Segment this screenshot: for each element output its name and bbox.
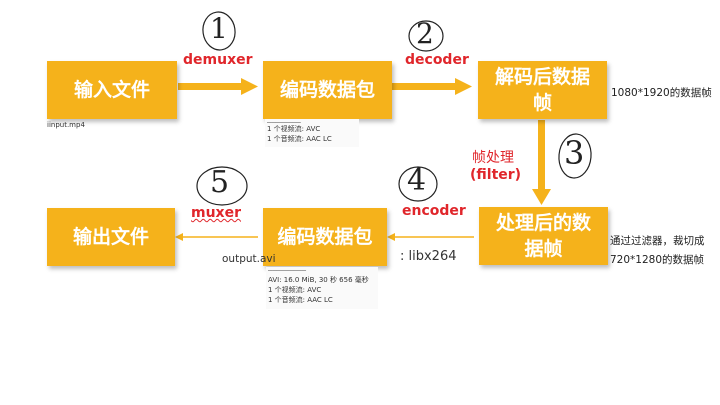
decoded-resolution-note: 1080*1920的数据帧 — [611, 87, 712, 99]
step-circles — [196, 11, 592, 206]
stream-info-top: ──────── 1 个视频流: AVC 1 个音频流: AAC LC — [265, 119, 359, 147]
stream-info-bottom-clipped-line: ───────── — [268, 267, 306, 271]
step-3-number: 3 — [564, 134, 585, 172]
output-filename: output.avi — [222, 253, 276, 265]
filter-note-line1: 通过过滤器，裁切成 — [610, 235, 705, 247]
packets-top-label: 编码数据包 — [279, 79, 375, 101]
filter-cn-label: 帧处理 — [472, 150, 514, 166]
filter-note-line2: 720*1280的数据帧 — [610, 254, 705, 266]
stream-info-top-video: 1 个视频流: AVC — [267, 125, 321, 133]
stream-info-top-clipped-line: ──────── — [267, 119, 301, 123]
decoded-frames-label-line2: 帧 — [532, 92, 552, 114]
decoded-frames-label-line1: 解码后数据 — [494, 66, 590, 88]
encoder-codec-text: : libx264 — [400, 249, 457, 264]
stream-info-top-audio: 1 个音频流: AAC LC — [267, 135, 332, 143]
step-2-number: 2 — [416, 17, 434, 50]
input-file-box: 输入文件 — [47, 61, 177, 119]
arrow-encode — [387, 233, 474, 241]
arrow-decode — [392, 78, 472, 95]
demuxer-label: demuxer — [183, 52, 253, 68]
stream-info-bottom: ───────── AVI: 16.0 MiB, 30 秒 656 毫秒 1 个… — [266, 267, 378, 309]
step-1-number: 1 — [210, 12, 228, 45]
processed-frames-label-line2: 据帧 — [524, 238, 563, 260]
arrow-filter — [532, 120, 551, 205]
step-4-number: 4 — [407, 163, 427, 198]
processed-frames-label-line1: 处理后的数 — [495, 212, 591, 234]
stream-info-bottom-summary: AVI: 16.0 MiB, 30 秒 656 毫秒 — [268, 276, 369, 284]
processed-frames-box: 处理后的数 据帧 — [479, 207, 608, 265]
encoder-label: encoder — [402, 203, 466, 219]
stream-info-bottom-audio: 1 个音频流: AAC LC — [268, 296, 333, 304]
decoded-frames-box: 解码后数据 帧 — [478, 61, 607, 119]
stream-info-bottom-video: 1 个视频流: AVC — [268, 286, 322, 294]
arrow-mux — [175, 233, 258, 241]
muxer-label: muxer — [191, 205, 241, 221]
filter-en-label: (filter) — [470, 167, 522, 183]
output-file-label: 输出文件 — [72, 226, 149, 248]
step-5-number: 5 — [210, 165, 230, 200]
input-file-label: 输入文件 — [73, 79, 150, 101]
packets-bottom-box: 编码数据包 — [263, 208, 387, 266]
arrow-demux — [178, 78, 258, 95]
packets-bottom-label: 编码数据包 — [277, 226, 373, 248]
input-filename: iinput.mp4 — [47, 121, 85, 129]
output-file-box: 输出文件 — [47, 208, 175, 266]
decoder-label: decoder — [405, 52, 469, 68]
packets-top-box: 编码数据包 — [263, 61, 392, 119]
